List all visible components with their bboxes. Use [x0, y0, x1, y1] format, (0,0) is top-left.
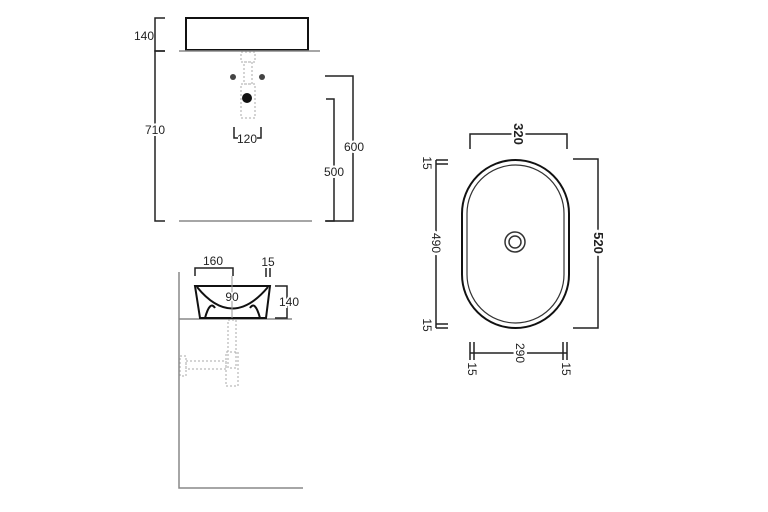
drain-outer: [504, 231, 526, 253]
dimension-140-side-label: 140: [279, 295, 299, 309]
siphon-upper: [240, 51, 256, 63]
wall-and-floor: [178, 272, 303, 489]
fixing-bolt-left: [230, 74, 236, 80]
dimension-140-label: 140: [134, 29, 154, 43]
side-siphon-horizontal: [185, 360, 227, 370]
dimension-320-label: 320: [511, 123, 526, 145]
dimension-500-bracket: [326, 98, 335, 222]
basin-foot-left: [204, 304, 216, 319]
dimension-140-bracket: [154, 17, 165, 52]
dimension-490-line: [435, 159, 448, 329]
dimension-160-bracket: [194, 267, 234, 276]
waste-outlet: [242, 93, 252, 103]
dimension-520-label: 520: [591, 232, 606, 254]
dimension-120-label: 120: [237, 132, 257, 146]
basin-front-outline: [185, 17, 309, 51]
dimension-290-label: 290: [513, 343, 527, 363]
dimension-490-label: 490: [429, 233, 443, 253]
front-view: 120 140 710 600 500: [134, 17, 366, 222]
fixing-bolt-right: [259, 74, 265, 80]
drain-inner: [508, 235, 522, 249]
side-view: 160 15 90 140: [178, 254, 303, 489]
dimension-290-line: [469, 342, 568, 360]
dimension-500-label: 500: [324, 165, 344, 179]
side-wall-flange: [179, 355, 187, 377]
basin-inner-outline: [466, 164, 565, 324]
dimension-15-ticks: [265, 268, 271, 277]
dimension-710-bracket: [154, 50, 165, 222]
dimension-15-bottom-label: 15: [420, 318, 434, 332]
dimension-520-bracket: [573, 158, 599, 329]
dimension-15-label: 15: [261, 255, 275, 269]
plan-view: 320 520 490 15 15 290 15 15: [420, 121, 609, 376]
dimension-15-top-label: 15: [420, 156, 434, 170]
basin-outer-outline: [461, 159, 570, 329]
dimension-140-side-bracket: [275, 285, 288, 319]
dimension-600-label: 600: [344, 140, 364, 154]
dimension-600-bracket: [325, 75, 354, 222]
dimension-320-bracket: [469, 133, 568, 149]
siphon-pipe: [243, 61, 253, 85]
dimension-90-label: 90: [225, 290, 239, 304]
side-siphon-trap: [225, 351, 239, 387]
dimension-710-label: 710: [145, 123, 165, 137]
basin-foot-right: [249, 304, 261, 319]
dimension-160-label: 160: [203, 254, 223, 268]
dimension-15-left-label: 15: [465, 362, 479, 376]
basin-side-outline: [193, 285, 272, 319]
dimension-15-right-label: 15: [559, 362, 573, 376]
dimension-120-bracket: [233, 127, 262, 139]
side-siphon-vertical: [227, 319, 237, 369]
